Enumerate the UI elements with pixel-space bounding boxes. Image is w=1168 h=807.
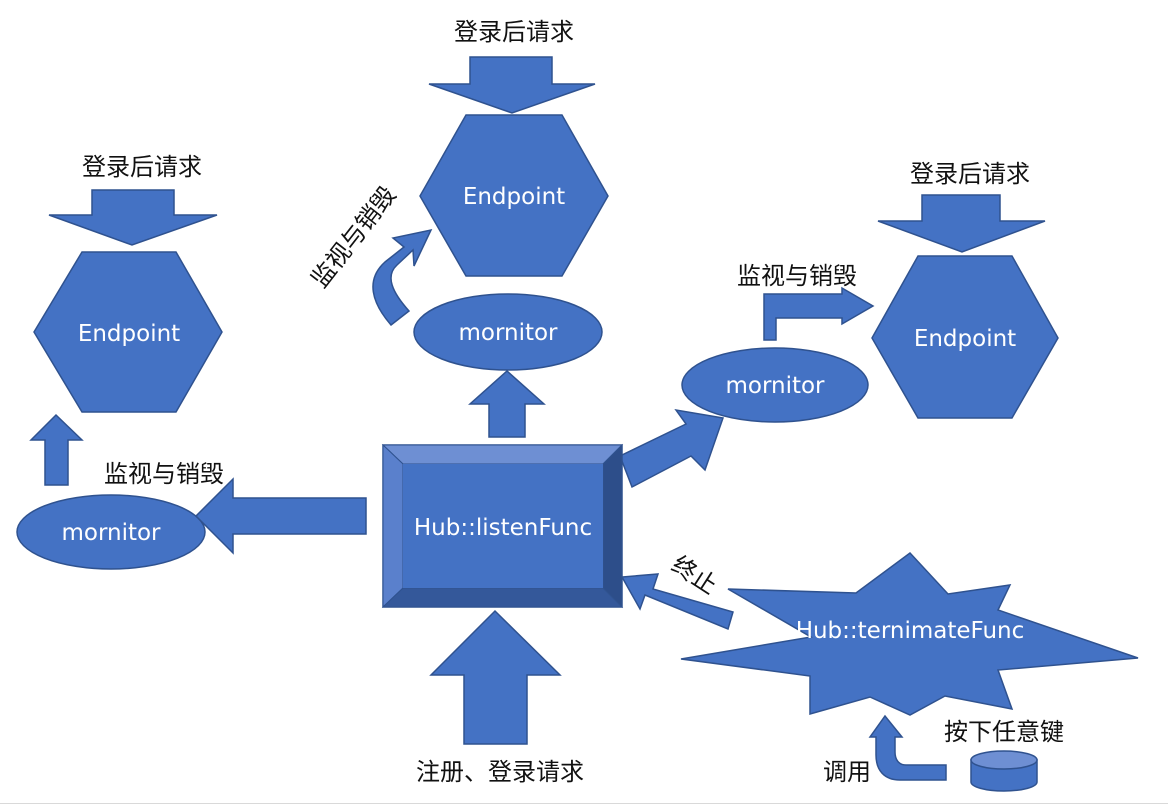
hub-label: Hub::listenFunc: [414, 515, 592, 541]
monitor-top-to-endpoint-arrow: [372, 228, 433, 327]
monitor-action-label-right: 监视与销毁: [737, 262, 857, 290]
login-request-arrow-left: [48, 189, 218, 246]
monitor-left-shape[interactable]: [16, 494, 206, 570]
monitor-action-label-left: 监视与销毁: [104, 460, 224, 488]
endpoint-right-shape[interactable]: [871, 255, 1059, 419]
login-request-arrow-top: [428, 56, 596, 114]
login-request-arrow-right: [877, 194, 1046, 253]
register-request-arrow: [429, 609, 562, 745]
endpoint-left-shape[interactable]: [33, 251, 223, 413]
monitor-right-to-endpoint-arrow: [763, 286, 875, 341]
login-request-label-top: 登录后请求: [454, 18, 574, 46]
endpoint-right-label: Endpoint: [914, 326, 1016, 352]
endpoint-left-label: Endpoint: [78, 321, 180, 347]
keypress-label: 按下任意键: [944, 718, 1064, 746]
keyboard-disk-icon[interactable]: [970, 750, 1038, 792]
monitor-left-label: mornitor: [61, 520, 161, 546]
keypress-invoke-arrow: [868, 714, 947, 781]
monitor-right-label: mornitor: [725, 373, 825, 399]
terminate-edge-label: 终止: [667, 550, 723, 600]
monitor-left-to-endpoint-arrow: [29, 413, 84, 486]
login-request-label-left: 登录后请求: [82, 153, 202, 181]
hub-to-monitor-right-arrow: [619, 408, 724, 489]
hub-shape[interactable]: [381, 443, 624, 609]
bottom-divider: [0, 803, 1168, 804]
terminate-shape[interactable]: [680, 551, 1139, 716]
register-request-label: 注册、登录请求: [416, 758, 584, 786]
hub-to-monitor-left-arrow: [194, 477, 367, 555]
monitor-top-label: mornitor: [458, 320, 558, 346]
monitor-right-shape[interactable]: [681, 347, 869, 423]
invoke-label: 调用: [823, 758, 871, 786]
terminate-label: Hub::ternimateFunc: [796, 618, 1025, 644]
login-request-label-right: 登录后请求: [910, 160, 1030, 188]
monitor-top-shape[interactable]: [413, 293, 603, 371]
hub-to-monitor-top-arrow: [468, 369, 546, 438]
terminate-to-hub-arrow: [620, 573, 734, 631]
endpoint-top-shape[interactable]: [419, 114, 609, 277]
endpoint-top-label: Endpoint: [463, 184, 565, 210]
